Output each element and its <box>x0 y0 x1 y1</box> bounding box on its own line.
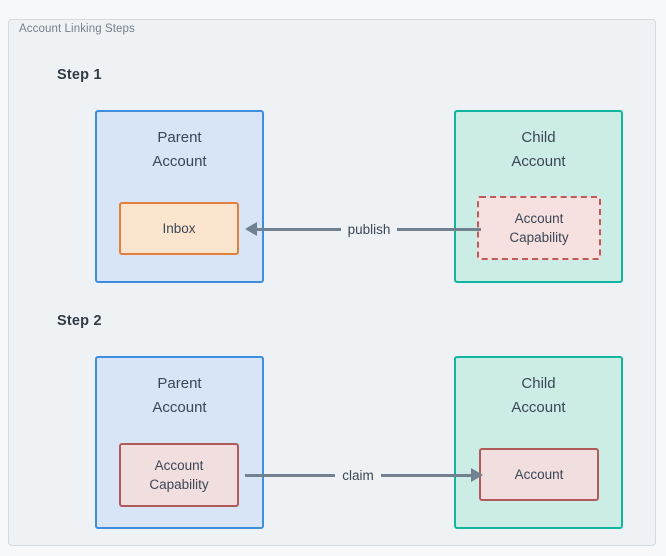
step-2-child-account-title: Child Account <box>511 375 566 416</box>
step-1-account-capability-node: Account Capability <box>477 196 601 260</box>
step-1-parent-account-title: Parent Account <box>152 129 207 170</box>
step-1-connector-label: publish <box>347 221 391 237</box>
connector-line-segment <box>257 227 341 231</box>
step-2-label: Step 2 <box>57 313 102 329</box>
step-2-child-account-box: Child Account <box>454 356 623 529</box>
step-2-parent-account-title: Parent Account <box>152 375 207 416</box>
step-1-child-account-title: Child Account <box>511 129 566 170</box>
diagram-panel: Account Linking Steps Step 1 Parent Acco… <box>8 19 656 546</box>
panel-title: Account Linking Steps <box>19 23 135 35</box>
step-2-account-capability-node: Account Capability <box>119 443 239 507</box>
step-2-account-node: Account <box>479 448 599 501</box>
step-2-claim-connector: claim <box>245 463 484 487</box>
step-1-label: Step 1 <box>57 67 102 83</box>
step-1-parent-account-box: Parent Account <box>95 110 264 283</box>
step-1-publish-connector: publish <box>245 217 481 241</box>
step-1-inbox-node: Inbox <box>119 202 239 255</box>
step-2-connector-label: claim <box>342 467 374 483</box>
